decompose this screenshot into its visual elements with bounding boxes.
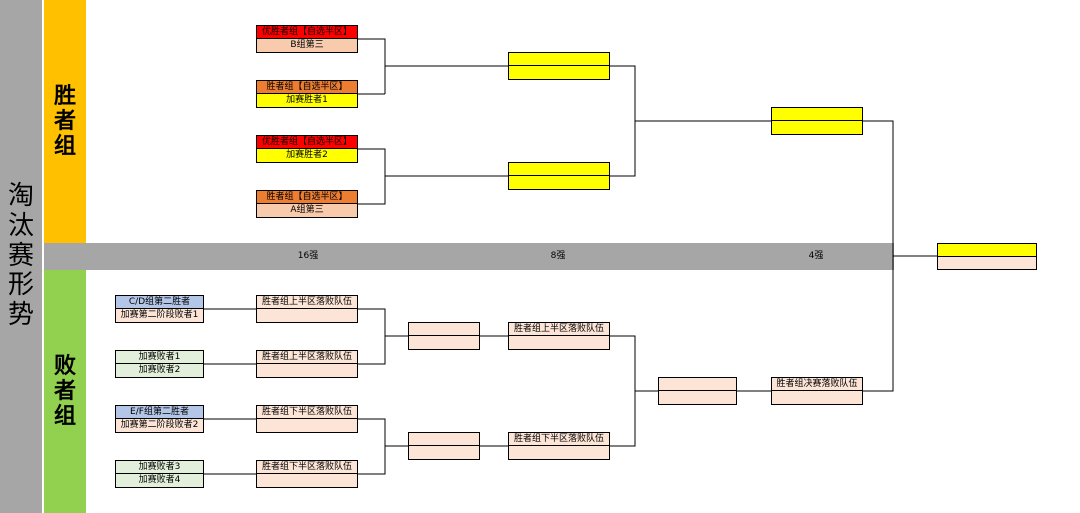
losers-r2-slot <box>256 474 358 488</box>
losers-final-drop-in: 胜者组决赛落败队伍 <box>771 377 863 391</box>
losers-r1-seed-top: E/F组第二胜者 <box>115 405 204 419</box>
connector-line <box>357 446 386 475</box>
losers-r2-slot <box>256 364 358 378</box>
losers-sf-slot <box>658 377 737 391</box>
connector-line <box>609 335 658 392</box>
losers-r2-drop-in: 胜者组上半区落败队伍 <box>256 295 358 309</box>
title-char: 赛 <box>7 240 34 271</box>
losers-r3-slot <box>408 336 480 350</box>
losers-label-char: 组 <box>53 404 76 430</box>
losers-r4-slot <box>508 446 610 460</box>
winners-r16-seed-top: 优胜者组【自选半区】 <box>256 135 358 149</box>
connector-line <box>609 391 636 447</box>
losers-final-slot <box>771 391 863 405</box>
round-label-16: 16强 <box>297 251 319 261</box>
losers-r1-seed-top: 加赛败者3 <box>115 460 204 474</box>
connector-line <box>609 65 771 122</box>
round-label-8: 8强 <box>550 251 566 261</box>
grand-final-slot <box>937 243 1037 257</box>
losers-r1-seed-bottom: 加赛第二阶段败者2 <box>115 419 204 433</box>
losers-r1-seed-top: C/D组第二胜者 <box>115 295 204 309</box>
connector-line <box>609 121 636 177</box>
losers-r2-drop-in: 胜者组下半区落败队伍 <box>256 405 358 419</box>
losers-r1-seed-top: 加赛败者1 <box>115 350 204 364</box>
losers-r3-slot <box>408 432 480 446</box>
winners-r16-seed-bottom: 加赛胜者1 <box>256 94 358 108</box>
losers-r4-drop-in: 胜者组下半区落败队伍 <box>508 432 610 446</box>
connector-line <box>357 148 508 177</box>
losers-label-char: 者 <box>53 378 76 404</box>
winners-r16-seed-top: 胜者组【自选半区】 <box>256 190 358 204</box>
losers-sf-slot <box>658 391 737 405</box>
winners-r16-seed-top: 优胜者组【自选半区】 <box>256 25 358 39</box>
losers-r4-slot <box>508 336 610 350</box>
winners-final-slot <box>771 107 863 121</box>
round-band <box>44 243 894 270</box>
title-char: 淘 <box>7 180 34 211</box>
winners-r16-seed-bottom: 加赛胜者2 <box>256 149 358 163</box>
losers-r4-drop-in: 胜者组上半区落败队伍 <box>508 322 610 336</box>
winners-qf-slot <box>508 176 610 190</box>
losers-section-label: 败 者 组 <box>44 270 86 513</box>
connector-line <box>357 38 508 67</box>
winners-r16-seed-top: 胜者组【自选半区】 <box>256 80 358 94</box>
title-column: 淘 汰 赛 形 势 <box>0 0 42 513</box>
connector-line <box>862 256 894 392</box>
winners-section-label: 胜 者 组 <box>44 0 86 243</box>
losers-r1-seed-bottom: 加赛败者2 <box>115 364 204 378</box>
winners-qf-slot <box>508 52 610 66</box>
winners-label-char: 组 <box>53 134 76 160</box>
winners-final-slot <box>771 121 863 135</box>
connector-line <box>357 308 408 337</box>
connector-line <box>357 176 386 205</box>
connector-line <box>862 120 937 257</box>
winners-qf-slot <box>508 66 610 80</box>
grand-final-slot <box>937 257 1037 270</box>
losers-r2-slot <box>256 309 358 323</box>
title-char: 势 <box>7 300 34 331</box>
title-char: 汰 <box>7 210 34 241</box>
connector-line <box>357 418 408 447</box>
winners-r16-seed-bottom: A组第三 <box>256 204 358 218</box>
winners-r16-seed-bottom: B组第三 <box>256 39 358 53</box>
winners-label-char: 者 <box>53 108 76 134</box>
losers-r2-slot <box>256 419 358 433</box>
losers-r3-slot <box>408 322 480 336</box>
round-label-4: 4强 <box>808 251 824 261</box>
losers-r1-seed-bottom: 加赛第二阶段败者1 <box>115 309 204 323</box>
connector-line <box>357 336 386 365</box>
losers-r3-slot <box>408 446 480 460</box>
losers-r2-drop-in: 胜者组上半区落败队伍 <box>256 350 358 364</box>
losers-r2-drop-in: 胜者组下半区落败队伍 <box>256 460 358 474</box>
losers-label-char: 败 <box>53 353 76 379</box>
losers-r1-seed-bottom: 加赛败者4 <box>115 474 204 488</box>
title-char: 形 <box>7 270 34 301</box>
winners-qf-slot <box>508 162 610 176</box>
winners-label-char: 胜 <box>53 83 76 109</box>
